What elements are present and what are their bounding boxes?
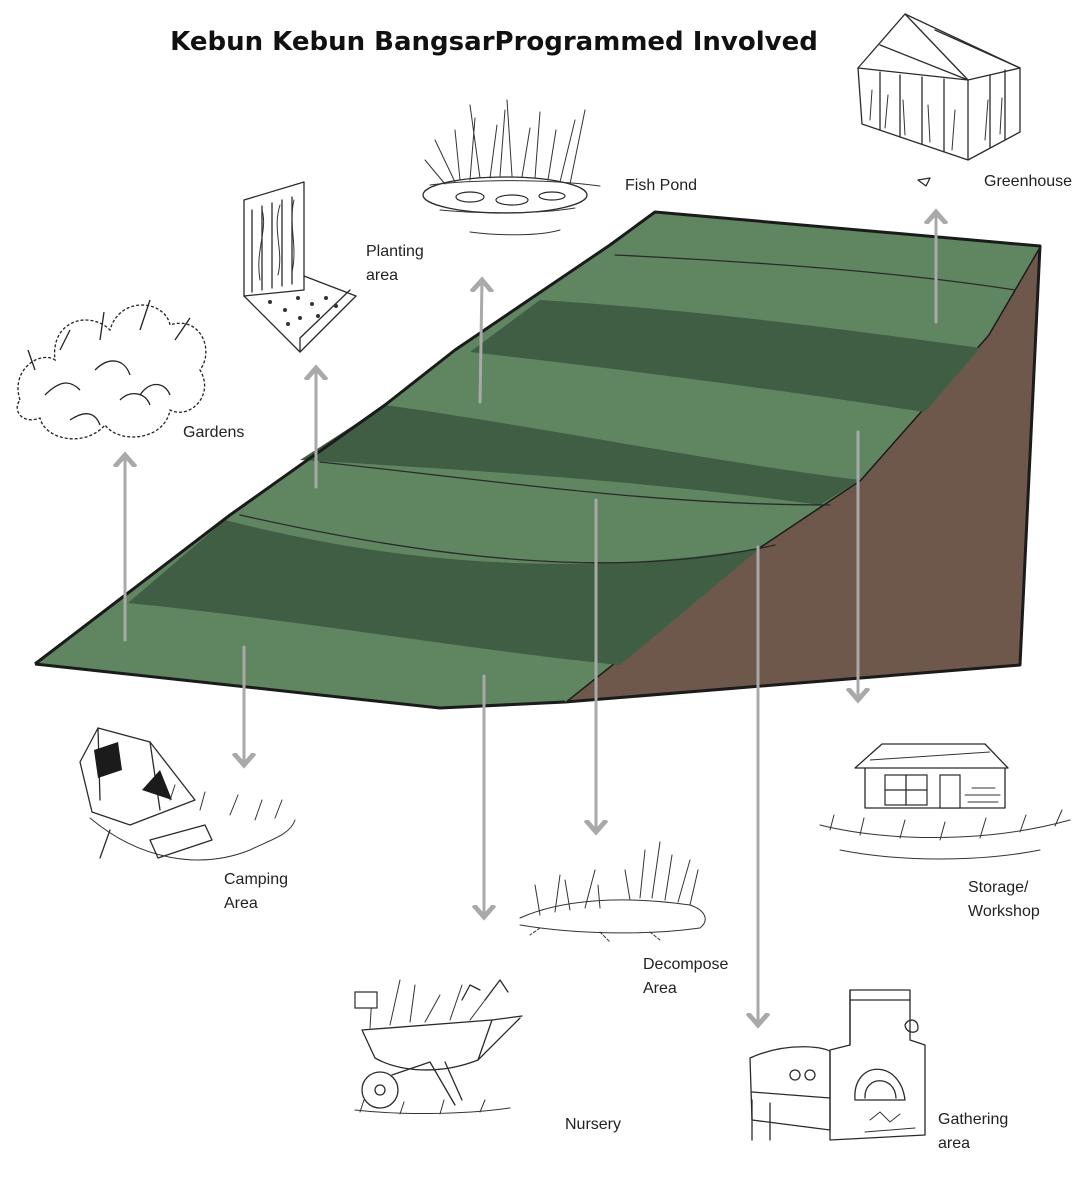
greenhouse-icon [857, 13, 1021, 187]
planter-icon [243, 181, 357, 353]
grass-band-3 [470, 300, 980, 412]
shed-icon [819, 743, 1071, 860]
label-gathering-area: Gathering area [938, 1111, 1009, 1152]
wheelbarrow-icon [354, 979, 523, 1115]
shrub-icon [16, 299, 207, 440]
label-gardens: Gardens [183, 424, 245, 441]
grass-band-2 [300, 405, 860, 505]
diagram-title: Kebun Kebun BangsarProgrammed Involved [170, 27, 818, 57]
label-camping-area: Camping Area [224, 871, 289, 912]
label-nursery: Nursery [565, 1116, 622, 1133]
oven-icon [749, 989, 926, 1141]
label-fish-pond: Fish Pond [625, 177, 698, 194]
grass-band-1 [128, 520, 760, 665]
label-storage-workshop: Storage/ Workshop [968, 879, 1040, 920]
compost-icon [519, 841, 706, 943]
arrow-fishpond [480, 280, 482, 404]
label-planting-area: Planting area [366, 243, 424, 284]
tent-icon [79, 727, 296, 861]
terrain [34, 210, 1042, 710]
label-decompose-area: Decompose Area [643, 956, 729, 997]
arrows [125, 212, 936, 1025]
label-greenhouse: Greenhouse [984, 173, 1073, 190]
pond-icon [422, 99, 601, 236]
